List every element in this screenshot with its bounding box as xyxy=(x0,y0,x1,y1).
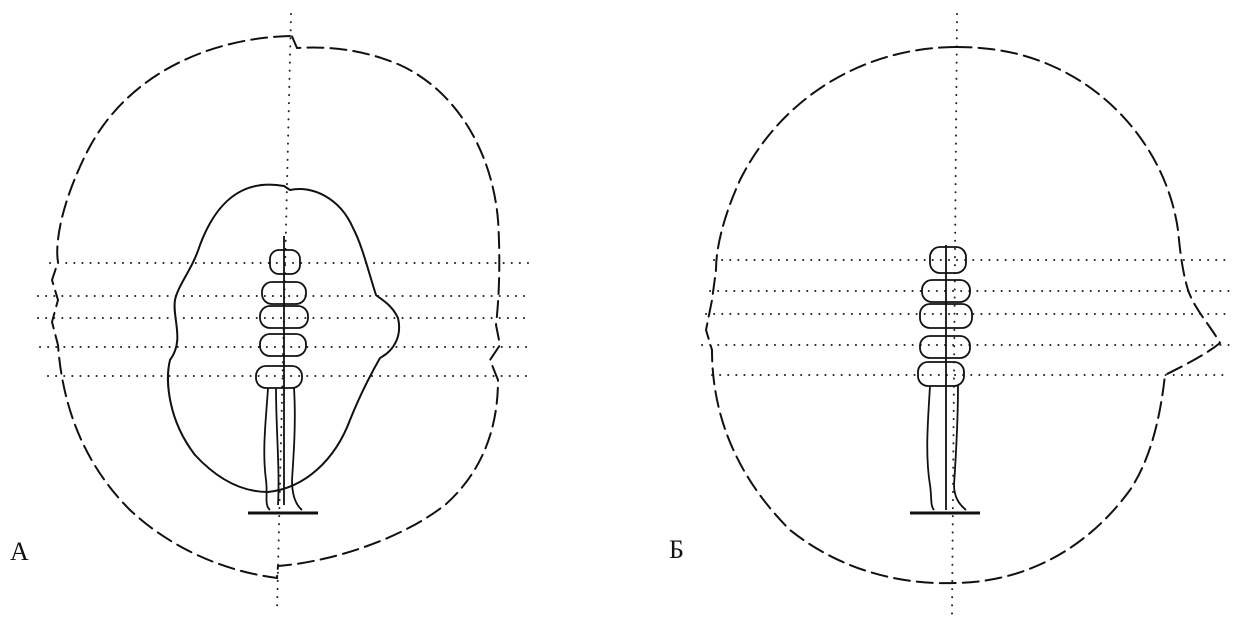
panel-b-human-figure xyxy=(910,245,980,515)
panel-a-inner-contour xyxy=(167,183,400,494)
panel-b-vertical-axis xyxy=(951,13,958,615)
panel-a-human-figure xyxy=(248,236,318,515)
panel-a xyxy=(37,13,533,613)
panel-b xyxy=(701,13,1233,615)
panel-b-outer-contour xyxy=(704,45,1222,585)
panel-a-outer-contour xyxy=(50,33,502,580)
panel-a-label: А xyxy=(10,537,29,566)
panel-b-label: Б xyxy=(669,535,684,564)
